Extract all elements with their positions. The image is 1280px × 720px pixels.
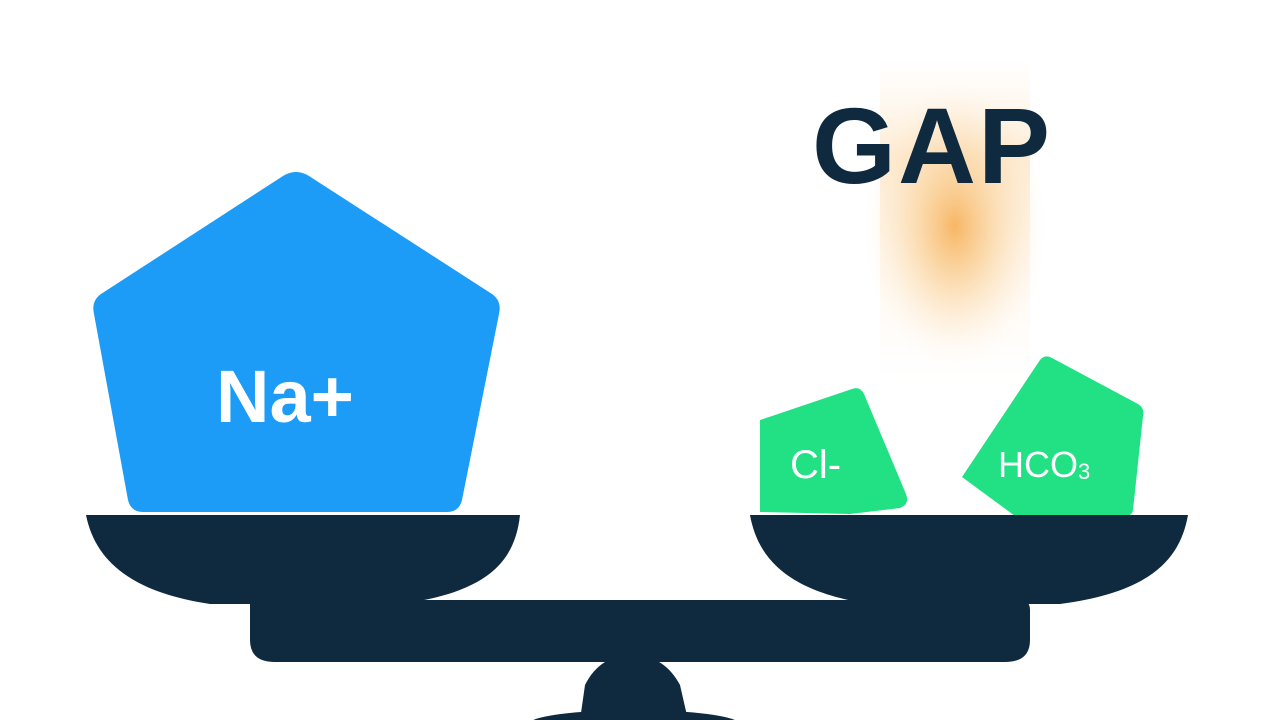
- anion-label-hco3-text: HCO: [998, 444, 1078, 485]
- anion-label-hco3: HCO3: [998, 447, 1090, 483]
- cation-pentagon: [93, 172, 500, 512]
- scale-pivot: [580, 655, 688, 720]
- anion-hco3-shard: [962, 356, 1144, 516]
- scale-beam: [250, 600, 1030, 662]
- anion-cl-shard: [760, 388, 908, 514]
- gap-label: GAP: [812, 85, 1053, 206]
- right-pan: [750, 515, 1188, 604]
- anion-label-hco3-subscript: 3: [1078, 459, 1091, 484]
- gap-glow-beam: [880, 60, 1030, 380]
- balance-scale-icon: [86, 515, 1188, 720]
- cation-label-na: Na+: [216, 355, 354, 438]
- anion-label-cl: Cl-: [790, 443, 842, 487]
- left-pan: [86, 515, 520, 604]
- scale-base: [533, 710, 735, 720]
